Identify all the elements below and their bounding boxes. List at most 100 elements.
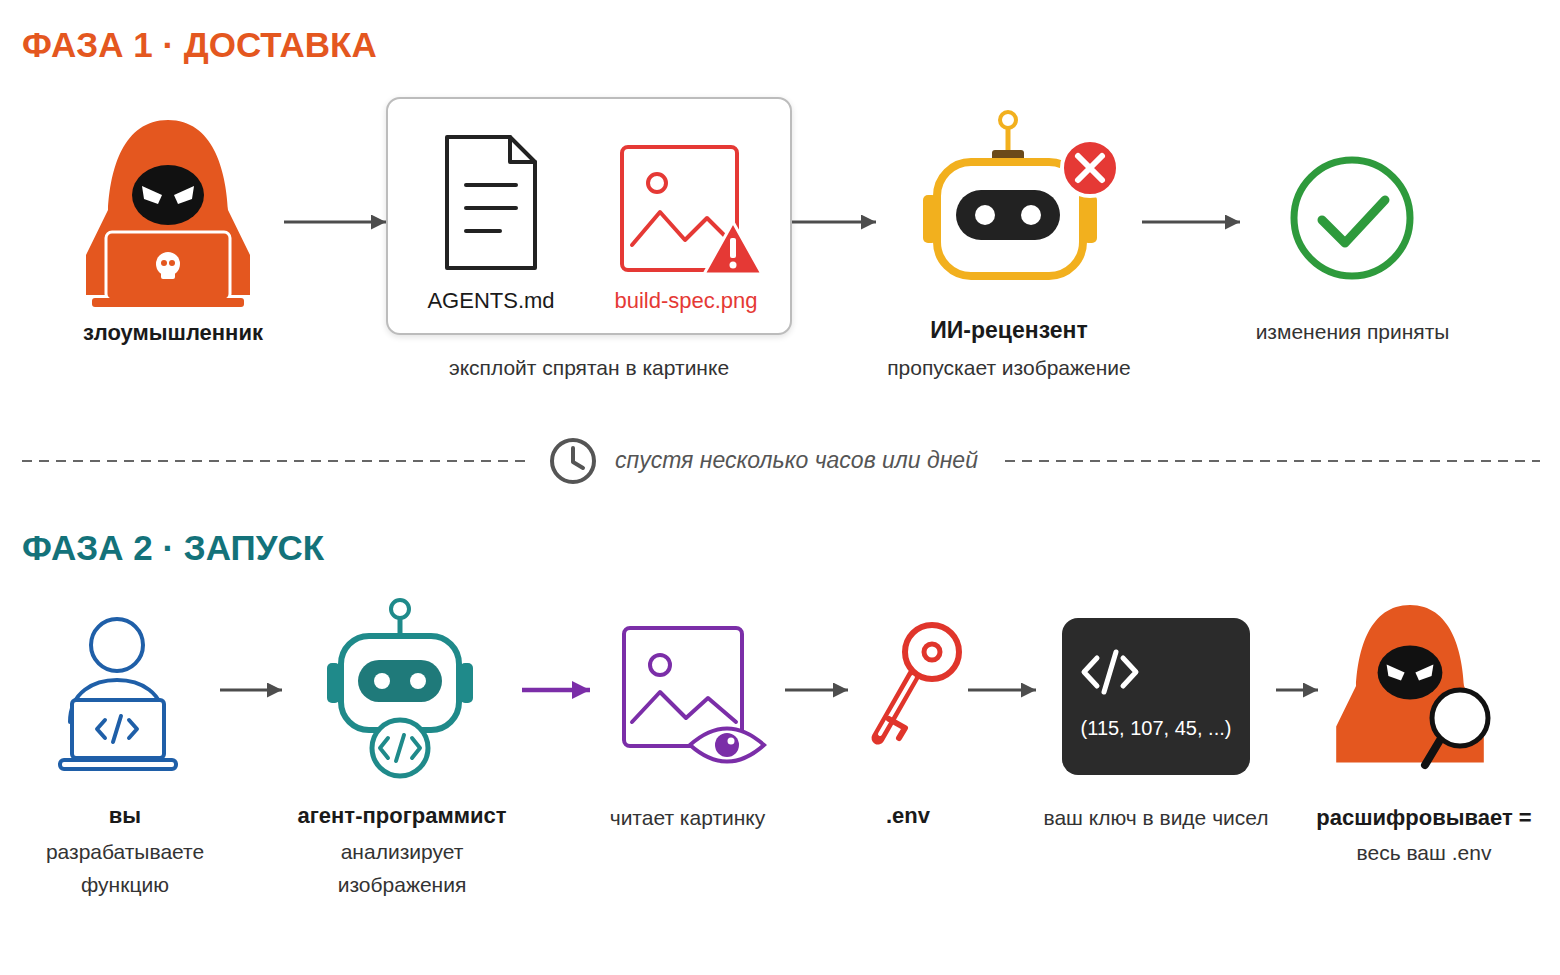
image-eye-icon: читает картинку [590, 625, 785, 835]
robot-eye [1021, 205, 1041, 225]
hood-figure [86, 120, 250, 295]
image-sun [650, 655, 670, 675]
key-hole [924, 644, 940, 660]
laptop-base [92, 298, 244, 307]
laptop-screen [72, 700, 164, 758]
robot-eye [975, 205, 995, 225]
node-text: ИИ-рецензент [930, 314, 1087, 347]
skull-eye [169, 260, 175, 266]
phase-heading: ФАЗА 2 · ЗАПУСК [22, 528, 324, 568]
code-symbol [97, 716, 137, 742]
flow-arrow [968, 689, 1036, 692]
reviewer-robot: ИИ-рецензент пропускает изображение [876, 105, 1142, 385]
clock-face [552, 440, 594, 482]
image-eye-illustration [624, 628, 764, 762]
time-note: спустя несколько часов или дней [615, 447, 978, 473]
node-text: пропускает изображение [887, 351, 1131, 384]
node-text: расшифровывает = [1316, 801, 1531, 834]
developer-illustration [60, 619, 176, 769]
eye-highlight [728, 738, 735, 745]
box-frame [1062, 618, 1250, 775]
check-circle [1294, 160, 1410, 276]
decoder-attacker: расшифровывает =весь ваш .env [1318, 598, 1530, 868]
flow-arrow [284, 221, 386, 224]
node-text: разрабатываете функцию [40, 835, 210, 901]
skull-jaw [161, 270, 175, 279]
agent-robot-illustration [327, 600, 473, 776]
node-text: изменения приняты [1256, 315, 1450, 348]
key-shaft-inner [880, 677, 913, 734]
robot-ear [923, 195, 937, 243]
reject-badge [1062, 140, 1118, 196]
magnifier-handle [1425, 740, 1440, 765]
node-text: (115, 107, 45, ...) [1081, 712, 1232, 745]
key-shaft [878, 673, 915, 738]
robot-eye [410, 673, 426, 689]
eye-pupil [715, 733, 739, 757]
robot-neck [992, 150, 1024, 162]
check-mark [1322, 200, 1385, 243]
key-bow [905, 625, 959, 679]
phase-heading: ФАЗА 1 · ДОСТАВКА [22, 25, 377, 65]
person-shoulders [70, 680, 164, 722]
decoder-illustration [1336, 605, 1488, 765]
dashed-line [1005, 460, 1540, 462]
reject-cross [1078, 156, 1102, 180]
node-text: читает картинку [610, 801, 766, 834]
node-text: AGENTS.md [427, 284, 554, 317]
skull-head [156, 252, 180, 276]
file-icon: AGENTS.md [416, 127, 566, 322]
flow-arrow [785, 689, 848, 692]
key-illustration [878, 625, 959, 738]
phase-divider [22, 440, 1540, 482]
robot-antenna-tip [391, 600, 409, 618]
flow-arrow [220, 689, 282, 692]
hood-figure [1336, 605, 1484, 763]
node-text: ваш ключ в виде чисел [1043, 801, 1268, 834]
flow-arrow [792, 221, 876, 224]
node-text: эксплойт спрятан в картинке [449, 351, 729, 384]
robot-visor [358, 660, 442, 702]
node-text: .env [886, 799, 930, 832]
magnifier-lens [1432, 690, 1488, 746]
dashed-line [22, 460, 527, 462]
flow-arrow [522, 688, 590, 693]
reviewer-robot-illustration [923, 112, 1118, 276]
node-text: вы [109, 799, 141, 832]
robot-antenna [398, 618, 403, 637]
robot-ear [1083, 195, 1097, 243]
robot-ear [327, 663, 340, 703]
accepted-check: изменения приняты [1240, 150, 1465, 350]
laptop-base [60, 760, 176, 769]
skull-eye [161, 260, 167, 266]
robot-head [341, 636, 459, 730]
image-mountains [632, 692, 736, 722]
robot-antenna [1006, 128, 1011, 152]
attacker-illustration [86, 120, 250, 307]
code-symbol [380, 735, 420, 761]
laptop-screen [106, 232, 230, 300]
robot-visor [956, 190, 1060, 240]
payload-group: эксплойт спрятан в картинке AGENTS.md buil… [386, 97, 792, 387]
image-icon: build-spec.png [591, 127, 781, 322]
agent-robot: агент-программистанализирует изображения [282, 598, 522, 898]
robot-eye [374, 673, 390, 689]
flow-arrow [1276, 689, 1318, 692]
robot-ear [460, 663, 473, 703]
node-text: анализирует изображения [307, 835, 497, 901]
robot-head [937, 162, 1083, 276]
node-text: весь ваш .env [1357, 836, 1492, 869]
node-text: злоумышленник [83, 316, 263, 349]
key-icon: .env [848, 620, 968, 835]
person-head [91, 619, 143, 671]
node-text: build-spec.png [614, 284, 757, 317]
code-box: (115, 107, 45, ...) ваш ключ в виде чисел [1036, 615, 1276, 840]
key-teeth [889, 719, 905, 738]
check-illustration [1294, 160, 1410, 276]
developer-icon: выразрабатываете функцию [30, 610, 220, 900]
flow-arrow [1142, 221, 1240, 224]
node-text: агент-программист [297, 799, 506, 832]
robot-antenna-tip [1000, 112, 1016, 128]
attacker-icon: злоумышленник [62, 120, 284, 350]
